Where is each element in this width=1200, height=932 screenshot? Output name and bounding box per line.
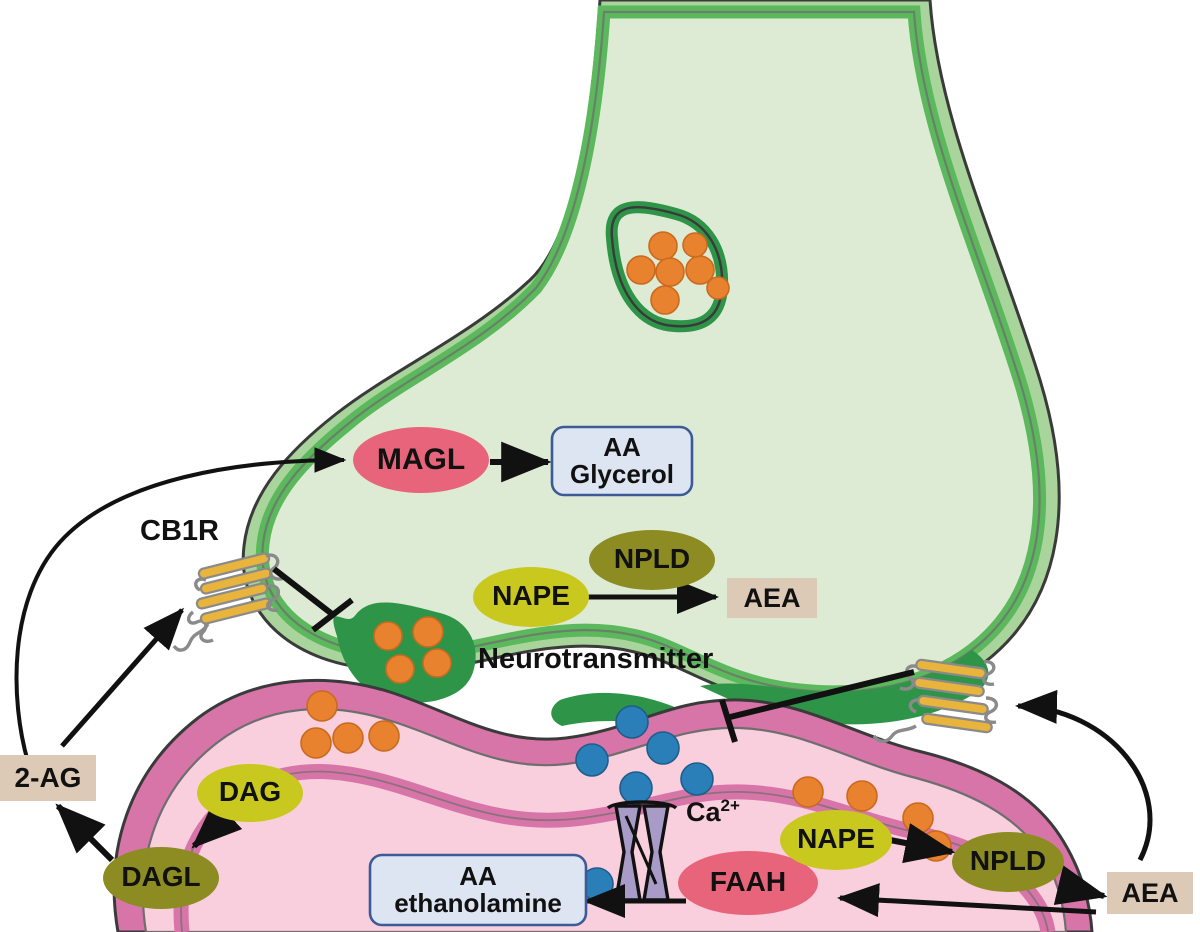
arrow-npld-to-aea-out <box>1053 865 1108 906</box>
axonal-vesicle-pool <box>605 201 730 333</box>
vesicle <box>412 616 444 648</box>
inhibition-cb1r-left <box>272 566 354 633</box>
calcium-label: Ca2+ <box>686 796 740 828</box>
arrow-2ag-to-magl <box>14 447 347 763</box>
active-zone-left <box>333 602 476 703</box>
vesicle <box>650 285 680 315</box>
aa-ethanolamine-label: AA ethanolamine <box>370 855 586 925</box>
aa-ethanolamine-line1: AA <box>459 860 497 891</box>
presynaptic-membrane-outline <box>261 10 1041 693</box>
arrow-dag-to-dagl <box>191 799 243 849</box>
calcium-ion <box>575 743 609 777</box>
npld-pre-label: NPLD <box>613 543 691 574</box>
faah-label: FAAH <box>709 866 787 897</box>
vesicle <box>682 232 708 258</box>
vesicle <box>626 255 656 285</box>
neurotransmitter-particle <box>332 722 364 754</box>
magl-ellipse[interactable] <box>353 427 489 493</box>
aa-glycerol-line1: AA <box>603 431 641 462</box>
neurotransmitter-label: Neurotransmitter <box>478 643 714 675</box>
npld-pre-ellipse[interactable] <box>589 530 715 590</box>
cb1r-helix <box>917 694 989 716</box>
arrow-2ag-to-cb1r <box>60 607 184 748</box>
dagl-label: DAGL <box>121 861 201 892</box>
cb1r-helix <box>195 582 269 610</box>
nape-post-label: NAPE <box>797 823 875 854</box>
faah-ellipse[interactable] <box>678 851 818 915</box>
calcium-ion <box>646 731 680 765</box>
two-ag-label: 2-AG <box>14 762 82 793</box>
arrow-aea-to-cb1r-right <box>1015 689 1153 862</box>
aea-pre-box[interactable] <box>727 578 817 618</box>
arrow-aea-to-faah <box>837 883 1097 918</box>
cb1r-left-loop <box>266 584 280 613</box>
nape-pre-label: NAPE <box>492 580 570 611</box>
neurotransmitter-particle <box>902 802 934 834</box>
cb1r-left-tail <box>172 623 210 652</box>
calcium-text: Ca <box>686 797 721 827</box>
cb1r-helix <box>197 552 271 580</box>
neurotransmitter-particle <box>306 690 338 722</box>
arrow-dagl-to-2ag <box>55 803 115 863</box>
npld-post-label: NPLD <box>969 845 1047 876</box>
calcium-ion <box>680 762 714 796</box>
aa-glycerol-line2: Glycerol <box>569 459 675 489</box>
cb1r-receptor-right[interactable] <box>872 658 998 743</box>
neurotransmitter-particle <box>792 776 824 808</box>
nape-pre-ellipse[interactable] <box>473 567 589 627</box>
two-ag-box[interactable] <box>0 755 96 801</box>
neurotransmitter-particle <box>846 780 878 812</box>
arrow-nape-to-npld-post <box>889 823 956 864</box>
vesicle <box>385 654 415 684</box>
calcium-ion <box>619 771 653 805</box>
aea-pre-label: AEA <box>743 583 801 613</box>
vesicle <box>373 621 403 651</box>
signal-arrows <box>14 441 1153 919</box>
inhibition-cb1r-right <box>719 669 915 743</box>
calcium-superscript: 2+ <box>720 796 740 815</box>
dag-label: DAG <box>218 776 282 807</box>
magl-label: MAGL <box>376 443 466 476</box>
node-shapes <box>0 425 1193 927</box>
cb1r-helix <box>921 712 993 734</box>
nape-post-ellipse[interactable] <box>780 810 892 870</box>
cb1r-right-loop <box>982 660 996 687</box>
calcium-ion <box>615 705 649 739</box>
aa-ethanolamine-box[interactable] <box>368 853 588 927</box>
dagl-ellipse[interactable] <box>103 847 219 909</box>
aea-out-label: AEA <box>1121 878 1179 908</box>
aa-glycerol-box[interactable] <box>550 425 694 497</box>
neurotransmitter-particle <box>368 720 400 752</box>
aa-glycerol-label: AA Glycerol <box>552 427 692 495</box>
vesicle <box>706 276 730 300</box>
vesicle <box>648 231 678 261</box>
vesicle <box>422 648 452 678</box>
neurotransmitter-particle <box>300 727 332 759</box>
cb1r-receptor-left[interactable] <box>172 552 285 652</box>
aa-ethanolamine-line2: ethanolamine <box>394 888 562 918</box>
calcium-channel-icon <box>606 800 678 902</box>
npld-post-ellipse[interactable] <box>952 832 1064 892</box>
cb1r-left-loop <box>265 553 285 581</box>
vesicle <box>655 257 685 287</box>
cb1r-label: CB1R <box>140 515 219 547</box>
cb1r-right-tail <box>872 724 917 743</box>
cb1r-right-loop <box>899 664 921 691</box>
cb1r-helix <box>913 676 985 698</box>
cb1r-right-loop <box>984 696 998 725</box>
presynaptic-neuron <box>241 0 1061 736</box>
dag-ellipse[interactable] <box>197 764 303 822</box>
aea-out-box[interactable] <box>1107 872 1193 914</box>
